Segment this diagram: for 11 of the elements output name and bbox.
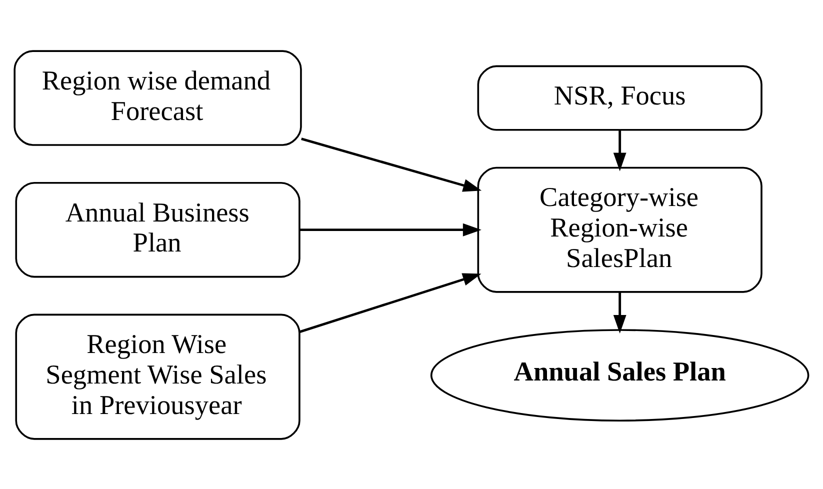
node-ellipse: Annual Sales Plan — [430, 328, 810, 422]
arrow — [613, 292, 626, 334]
node-box: Region Wise Segment Wise Sales in Previousyear — [15, 313, 300, 440]
arrow — [613, 130, 626, 171]
node-box: Region wise demand Forecast — [14, 50, 302, 146]
arrow — [299, 272, 482, 333]
arrow — [301, 137, 482, 192]
node-box: Category-wise Region-wise SalesPlan — [477, 166, 762, 292]
arrow — [300, 222, 482, 236]
node-box: Annual Business Plan — [15, 181, 300, 278]
node-box: NSR, Focus — [477, 64, 762, 130]
